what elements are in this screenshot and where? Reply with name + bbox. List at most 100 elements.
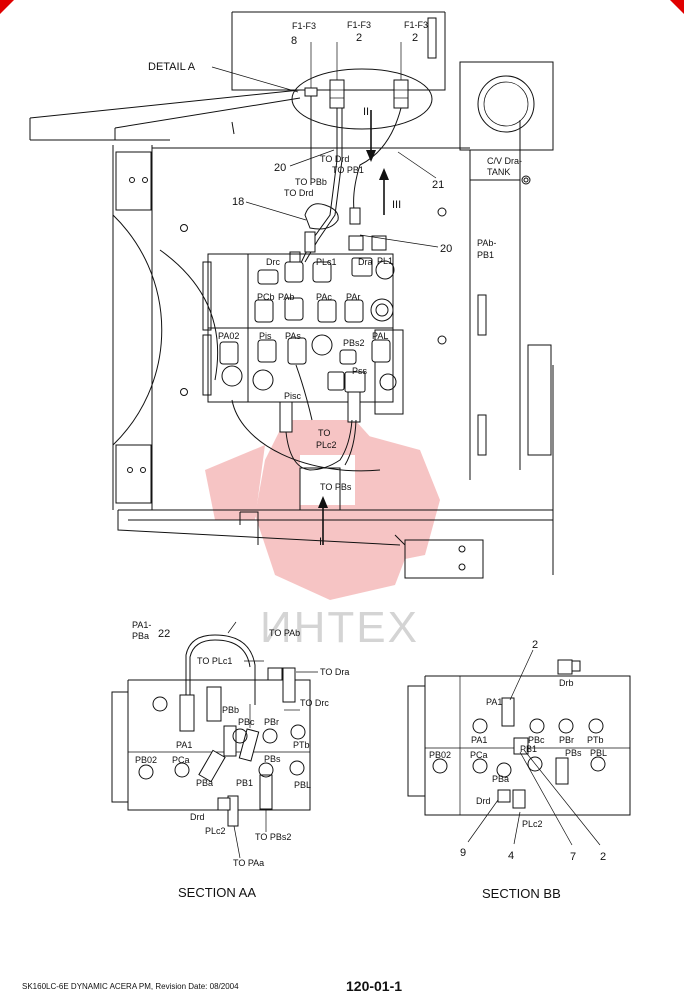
aa-port-pa1: PA1	[176, 740, 192, 750]
callout-20b: 20	[440, 243, 452, 255]
callout-20a-leader	[289, 149, 335, 167]
arrow-iii-head	[379, 168, 389, 180]
aa-to-drc: TO Drc	[300, 698, 329, 708]
port-pa02: PA02	[218, 331, 239, 341]
section-aa-title: SECTION AA	[178, 885, 256, 900]
bb-port-pbc: PBc	[528, 735, 545, 745]
aa-to-pbs2: TO PBs2	[255, 832, 291, 842]
aa-port-pca: PCa	[172, 755, 190, 765]
bb-port-pbr: PBr	[559, 735, 574, 745]
bb-port-pba: PBa	[492, 774, 509, 784]
roman-ii-label: II	[363, 106, 369, 118]
aa-callout-22: 22	[158, 628, 170, 640]
port-pbs2: PBs2	[343, 338, 365, 348]
aa-to-paa: TO PAa	[233, 858, 264, 868]
pab-label: PAb-	[477, 238, 496, 248]
aa-port-ptb: PTb	[293, 740, 310, 750]
to-pbb: TO PBb	[295, 177, 327, 187]
to-drd-2: TO Drd	[284, 188, 313, 198]
port-pcb: PCb	[257, 292, 275, 302]
item-number-8: 8	[291, 35, 297, 47]
aa-port-pbr: PBr	[264, 717, 279, 727]
aa-port-pbl: PBL	[294, 780, 311, 790]
callout-20b-leader	[359, 234, 439, 248]
footer-document-info: SK160LC-6E DYNAMIC ACERA PM, Revision Da…	[22, 982, 239, 991]
port-pl1: PL1	[377, 256, 393, 266]
bb-callout-2-bottom: 2	[600, 851, 606, 863]
cv-dra-label: C/V Dra-	[487, 156, 522, 166]
bb-drb: Drb	[559, 678, 574, 688]
to-drd-1: TO Drd	[320, 154, 349, 164]
callout-18-leader	[245, 201, 307, 221]
port-pab: PAb	[278, 292, 294, 302]
port-pisc: Pisc	[284, 391, 302, 401]
detail-a-leader	[211, 66, 299, 93]
bb-port-plc2: PLc2	[522, 819, 543, 829]
aa-port-pbs: PBs	[264, 754, 281, 764]
lower-hoses	[285, 364, 357, 471]
aa-to-pab: TO PAb	[269, 628, 300, 638]
bb-port-ptb: PTb	[587, 735, 604, 745]
bb-port-pbl: PBL	[590, 748, 607, 758]
aa-to-dra: TO Dra	[320, 667, 349, 677]
bb-port-pbs: PBs	[565, 748, 582, 758]
section-bb-title: SECTION BB	[482, 886, 561, 901]
to-pbs: TO PBs	[320, 482, 352, 492]
aa-port-pbc: PBc	[238, 717, 255, 727]
top-fittings	[304, 42, 409, 109]
section-aa-drawing	[111, 621, 318, 859]
pb1-label: PB1	[477, 250, 494, 260]
bb-callout-7: 7	[570, 851, 576, 863]
bb-port-pa1: PA1	[471, 735, 487, 745]
bb-port-pb02: PB02	[429, 750, 451, 760]
item-number-2a: 2	[356, 32, 362, 44]
aa-port-pba: PBa	[196, 778, 213, 788]
tank-label: TANK	[487, 167, 510, 177]
port-pal: PAL	[372, 331, 388, 341]
aa-pba-label: PBa	[132, 631, 149, 641]
callout-18: 18	[232, 196, 244, 208]
port-pis: Pis	[259, 331, 272, 341]
aa-port-drd: Drd	[190, 812, 205, 822]
detail-a-circle	[291, 68, 433, 130]
f-label-3: F1-F3	[404, 20, 428, 30]
port-dra: Dra	[358, 257, 373, 267]
f-label-1: F1-F3	[292, 21, 316, 31]
callout-21: 21	[432, 179, 444, 191]
port-plc1: PLc1	[316, 257, 337, 267]
callout-20a: 20	[274, 162, 286, 174]
f-label-2: F1-F3	[347, 20, 371, 30]
watermark-text: ИНТЕХ	[260, 603, 419, 652]
aa-port-pbb: PBb	[222, 705, 239, 715]
aa-to-plc1: TO PLc1	[197, 656, 232, 666]
bb-port-pa1-top: PA1	[486, 697, 502, 707]
detail-a-label: DETAIL A	[148, 61, 196, 73]
roman-i-label: I	[319, 536, 322, 548]
bb-callout-4: 4	[508, 850, 514, 862]
top-hoses	[289, 96, 402, 271]
aa-port-pb02: PB02	[135, 755, 157, 765]
roman-iii-label: III	[392, 199, 401, 211]
aa-port-plc2: PLc2	[205, 826, 226, 836]
to-plc2-line2: PLc2	[316, 440, 337, 450]
frame-outline	[29, 11, 554, 579]
section-bb-drawing	[407, 649, 631, 846]
to-pb1: TO PB1	[332, 165, 364, 175]
arrow-i-head	[318, 496, 328, 508]
corner-mark-right	[670, 0, 684, 14]
footer-page-number: 120-01-1	[346, 978, 402, 994]
aa-port-pb1: PB1	[236, 778, 253, 788]
control-valve	[202, 253, 404, 433]
port-par: PAr	[346, 292, 360, 302]
bb-port-pb1: PB1	[520, 744, 537, 754]
bb-port-drd: Drd	[476, 796, 491, 806]
port-pss: Pss	[352, 366, 368, 376]
bb-callout-2-top: 2	[532, 639, 538, 651]
arrow-ii-head	[366, 150, 376, 162]
aa-pa1-label: PA1-	[132, 620, 151, 630]
item-number-2b: 2	[412, 32, 418, 44]
port-drc: Drc	[266, 257, 280, 267]
bb-callout-9: 9	[460, 847, 466, 859]
